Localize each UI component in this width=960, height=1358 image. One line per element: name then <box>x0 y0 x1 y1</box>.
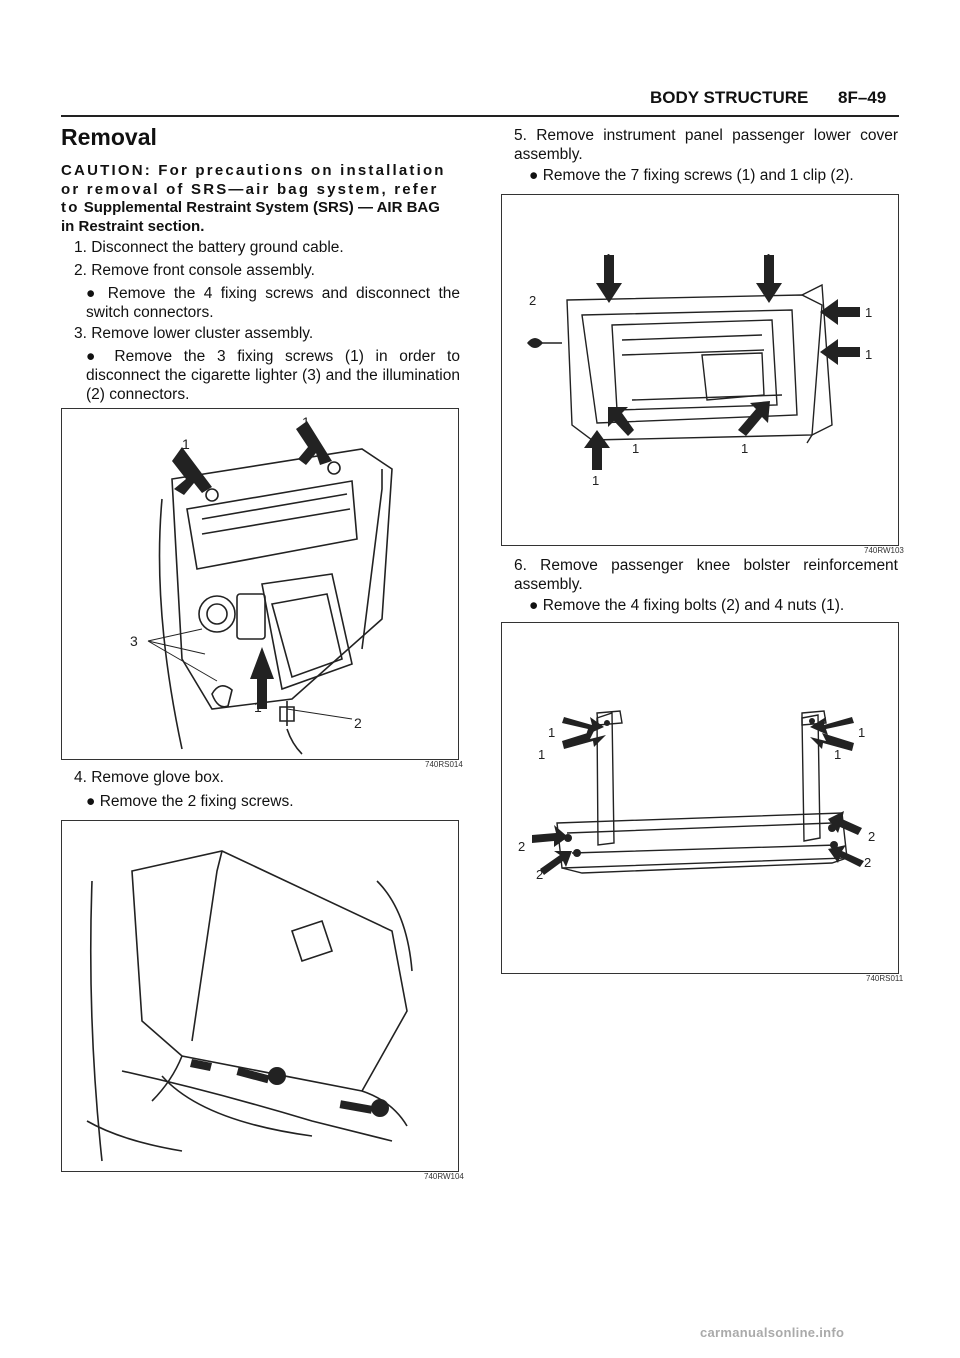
lower-cover-illustration: 1 1 2 1 1 1 1 1 <box>527 251 872 488</box>
watermark: carmanualsonline.info <box>700 1325 845 1340</box>
callout-1d: 1 <box>834 747 841 762</box>
header-rule <box>61 115 899 117</box>
figure-lower-cluster: 1 1 3 1 2 <box>61 408 459 760</box>
callout-1g: 1 <box>592 473 599 488</box>
knee-bolster-illustration: 1 1 1 1 2 2 2 2 <box>518 710 875 882</box>
step-5-bullet: ● Remove the 7 fixing screws (1) and 1 c… <box>529 166 899 185</box>
caution-note: CAUTION: For precautions on installation… <box>61 162 457 236</box>
callout-2: 2 <box>529 293 536 308</box>
callout-3: 3 <box>130 633 138 649</box>
callout-1e: 1 <box>632 441 639 456</box>
step-3-bullet: ● Remove the 3 fixing screws (1) in orde… <box>86 347 460 404</box>
callout-1a: 1 <box>605 251 612 266</box>
callout-2d: 2 <box>864 855 871 870</box>
bullet-icon: ● <box>529 167 539 184</box>
callout-1b: 1 <box>538 747 545 762</box>
step-1: 1. Disconnect the battery ground cable. <box>74 239 344 256</box>
figure-lower-cover: 1 1 2 1 1 1 1 1 <box>501 194 899 546</box>
step-2-bullet: ● Remove the 4 fixing screws and disconn… <box>86 284 460 322</box>
step-6-bullet-text: Remove the 4 fixing bolts (2) and 4 nuts… <box>542 597 845 614</box>
step-2: 2. Remove front console assembly. <box>74 262 315 279</box>
page-number: 8F–49 <box>838 88 887 107</box>
bullet-icon: ● <box>529 597 539 614</box>
callout-1c: 1 <box>254 699 262 715</box>
glove-box-illustration <box>86 850 413 1162</box>
figure-id: 740RS014 <box>425 760 463 769</box>
figure-id: 740RW103 <box>864 546 904 555</box>
callout-1f: 1 <box>741 441 748 456</box>
step-6-bullet: ● Remove the 4 fixing bolts (2) and 4 nu… <box>529 596 899 615</box>
callout-1b: 1 <box>765 251 772 266</box>
figure-id: 740RW104 <box>424 1172 464 1181</box>
callout-1c: 1 <box>858 725 865 740</box>
step-3: 3. Remove lower cluster assembly. <box>74 325 314 342</box>
bullet-icon: ● <box>86 348 103 365</box>
step-4-bullet-text: Remove the 2 fixing screws. <box>99 793 294 810</box>
callout-1a: 1 <box>548 725 555 740</box>
figure-knee-bolster: 1 1 1 1 2 2 2 2 <box>501 622 899 974</box>
bullet-icon: ● <box>86 793 96 810</box>
figure-glove-box <box>61 820 459 1172</box>
figure-id: 740RS011 <box>866 974 904 983</box>
callout-1d: 1 <box>865 347 872 362</box>
bullet-icon: ● <box>86 285 100 302</box>
callout-1c: 1 <box>865 305 872 320</box>
lower-cluster-illustration: 1 1 3 1 2 <box>130 414 393 755</box>
section-title: BODY STRUCTURE <box>650 88 809 107</box>
step-5: 5. Remove instrument panel passenger low… <box>514 127 898 163</box>
callout-1a: 1 <box>182 436 190 452</box>
step-4-bullet: ● Remove the 2 fixing screws. <box>86 792 460 811</box>
step-3-bullet-text: Remove the 3 fixing screws (1) in order … <box>86 348 460 403</box>
callout-2c: 2 <box>868 829 875 844</box>
step-6: 6. Remove passenger knee bolster reinfor… <box>514 557 898 593</box>
step-5-bullet-text: Remove the 7 fixing screws (1) and 1 cli… <box>542 167 854 184</box>
callout-1b: 1 <box>302 414 310 430</box>
callout-2: 2 <box>354 715 362 731</box>
callout-2a: 2 <box>518 839 525 854</box>
callout-2b: 2 <box>536 867 543 882</box>
page-title: Removal <box>61 124 157 150</box>
step-2-bullet-text: Remove the 4 fixing screws and disconnec… <box>86 285 460 321</box>
caution-lead: CAUTION: For precautions on installation… <box>61 162 446 216</box>
caution-rest: Supplemental Restraint System (SRS) — AI… <box>61 199 440 235</box>
step-4: 4. Remove glove box. <box>74 769 224 786</box>
